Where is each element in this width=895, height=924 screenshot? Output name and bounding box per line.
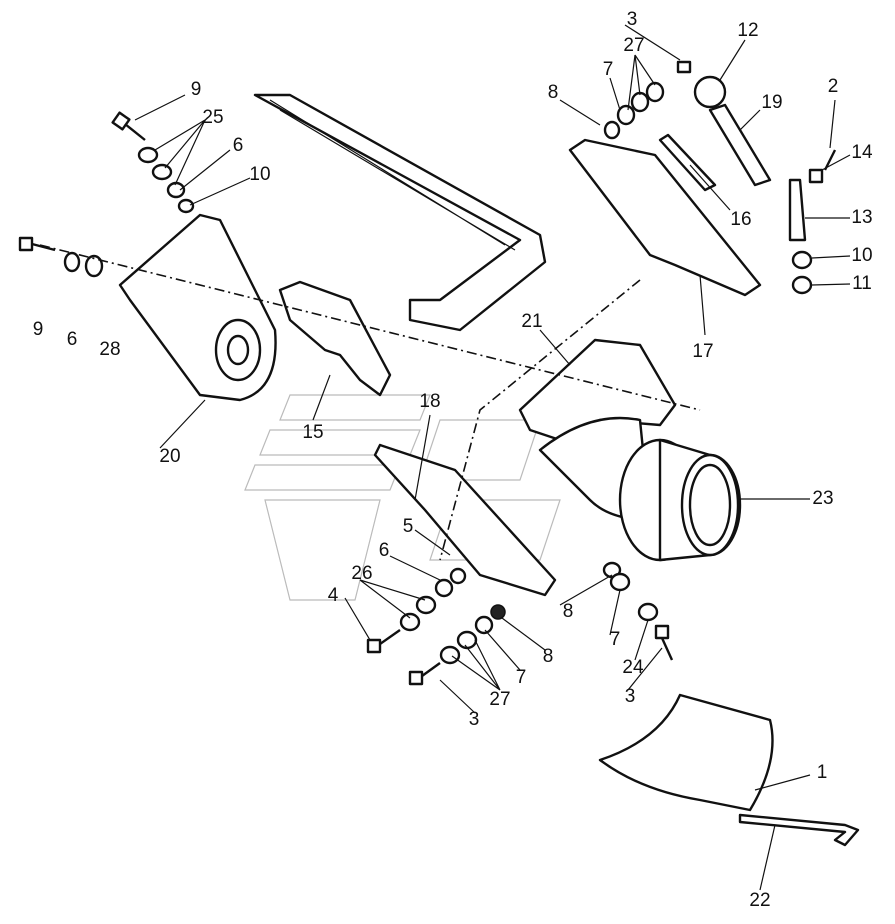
label: 6 (379, 540, 390, 561)
label: 3 (469, 709, 480, 730)
leader-lines (134, 24, 851, 891)
label: 26 (351, 563, 372, 584)
label: 7 (603, 59, 614, 80)
label: 23 (812, 488, 833, 509)
fasteners (18, 60, 837, 686)
chute-tube (253, 93, 547, 332)
label: 4 (328, 585, 339, 606)
label: 20 (159, 446, 180, 467)
label: 5 (403, 516, 414, 537)
center-lines (39, 244, 701, 561)
label: 9 (33, 319, 44, 340)
part-15-bracket (278, 280, 392, 397)
part-17-plate (568, 138, 762, 297)
label: 22 (749, 890, 770, 911)
label: 7 (516, 667, 527, 688)
label: 1 (817, 762, 828, 783)
label: 27 (489, 689, 510, 710)
part-labels: 9 25 6 10 9 6 28 20 15 18 21 3 27 12 7 8… (33, 9, 873, 911)
label: 17 (692, 341, 713, 362)
label: 28 (99, 339, 120, 360)
label: 3 (625, 686, 636, 707)
part-20-housing (118, 213, 277, 402)
label: 9 (191, 79, 202, 100)
label: 13 (851, 207, 872, 228)
label: 8 (548, 82, 559, 103)
label: 6 (67, 329, 78, 350)
label: 14 (851, 142, 873, 163)
label: 21 (521, 311, 542, 332)
label: 15 (302, 422, 323, 443)
part-1-22-shield (598, 693, 860, 847)
label: 19 (761, 92, 782, 113)
label: 16 (730, 209, 751, 230)
label: 10 (249, 164, 270, 185)
label: 10 (851, 245, 872, 266)
part-18-plate (373, 443, 557, 597)
label: 18 (419, 391, 440, 412)
label: 24 (622, 657, 644, 678)
label: 8 (543, 646, 554, 667)
label: 2 (828, 76, 839, 97)
label: 6 (233, 135, 244, 156)
label: 7 (610, 629, 621, 650)
label: 11 (852, 273, 872, 294)
label: 8 (563, 601, 574, 622)
label: 27 (623, 35, 644, 56)
part-21-23-spout-assembly (518, 338, 742, 562)
label: 3 (627, 9, 638, 30)
label: 12 (737, 20, 758, 41)
label: 25 (202, 107, 223, 128)
